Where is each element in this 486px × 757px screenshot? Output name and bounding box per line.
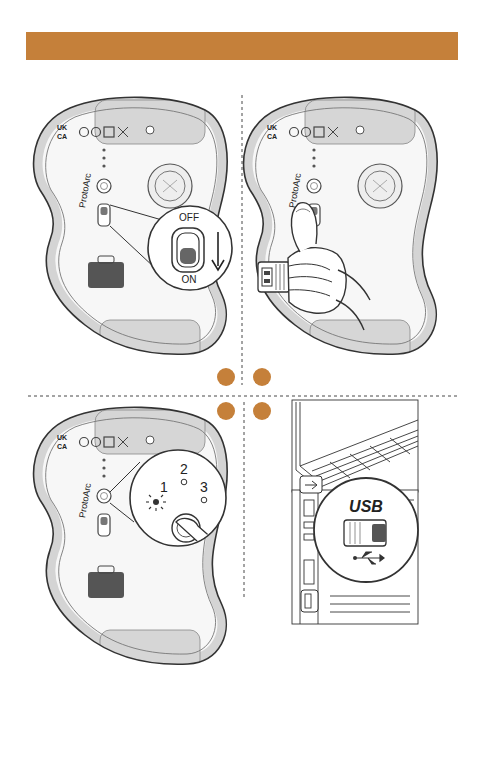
switch-state: OFF <box>179 213 199 223</box>
channel-number: 3 <box>200 480 208 494</box>
mark-text: UK <box>57 124 67 131</box>
mark-text: CA <box>267 133 277 140</box>
header-bar <box>26 32 458 60</box>
switch-state: ON <box>182 275 197 285</box>
channel-number: 2 <box>180 462 188 476</box>
channel-number: 1 <box>160 480 168 494</box>
mark-text: CA <box>57 133 67 140</box>
mark-text: UK <box>267 124 277 131</box>
mark-text: UK <box>57 434 67 441</box>
usb-label: USB <box>349 499 383 515</box>
mark-text: CA <box>57 443 67 450</box>
